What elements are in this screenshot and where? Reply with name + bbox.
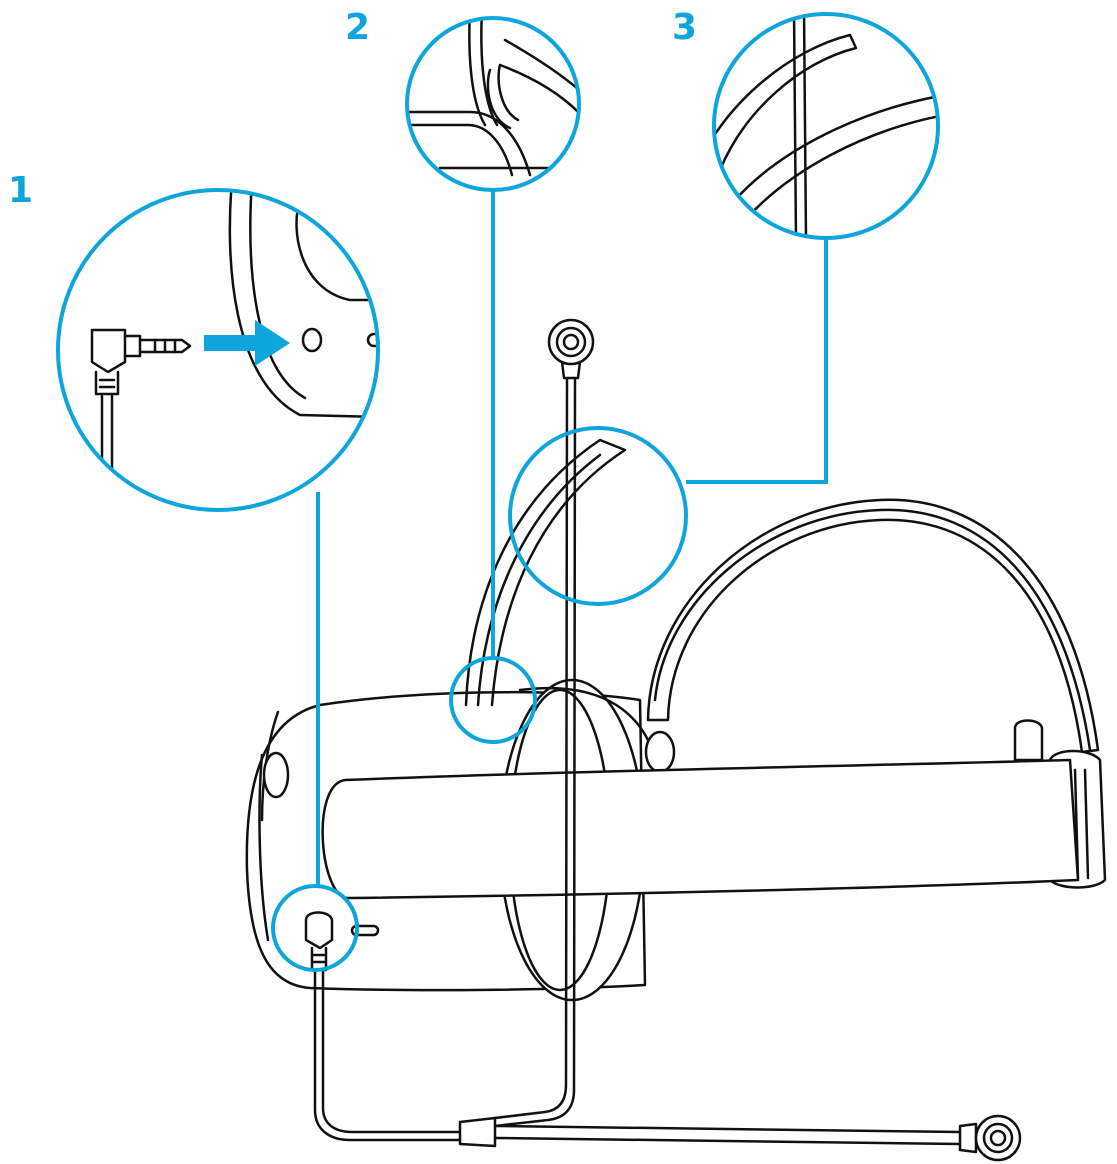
vr-headset-illustration xyxy=(245,318,1107,1162)
callout-lines xyxy=(316,190,828,885)
highlight-circle-1 xyxy=(271,884,359,972)
audio-jack-plug xyxy=(90,328,127,374)
strap-clip-top xyxy=(1013,719,1044,762)
highlight-circle-2 xyxy=(449,656,537,744)
insert-arrow-icon xyxy=(204,320,290,366)
step-number-3: 3 xyxy=(672,7,698,48)
detail-2-cable-clip xyxy=(405,16,581,192)
side-strap xyxy=(321,758,1080,900)
mic-cable-top xyxy=(493,318,595,1128)
detail-3-headband-routing xyxy=(712,12,940,240)
cable-splitter xyxy=(458,1114,1022,1162)
top-strap xyxy=(646,498,1100,754)
shell-slot xyxy=(350,924,380,937)
shell-side-button xyxy=(262,751,290,799)
highlight-circle-3 xyxy=(508,426,688,606)
callout-line-3 xyxy=(686,238,828,484)
step-number-2: 2 xyxy=(345,7,371,48)
step-number-1: 1 xyxy=(8,170,34,211)
headband-cable xyxy=(464,438,627,707)
detail-1-plug-jack xyxy=(56,188,380,512)
